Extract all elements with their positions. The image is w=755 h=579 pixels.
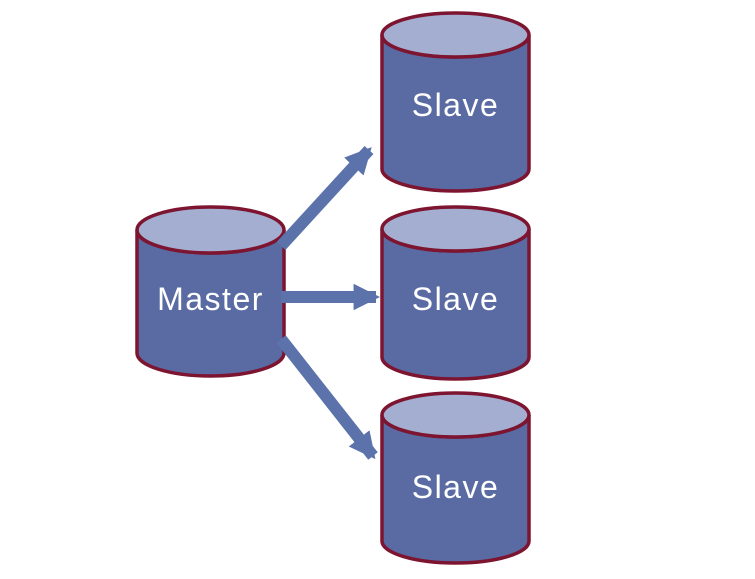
slave-1-label: Slave bbox=[411, 87, 500, 123]
slave-cylinder-3-top bbox=[380, 391, 531, 439]
slave-cylinder-2-top bbox=[380, 205, 531, 253]
arrow-master-to-slave-3 bbox=[276, 335, 378, 460]
slave-cylinder-1-top bbox=[380, 11, 531, 59]
slave-3-label: Slave bbox=[411, 469, 500, 505]
master-cylinder bbox=[135, 205, 286, 378]
master-cylinder-top bbox=[135, 205, 286, 255]
slave-cylinder-2 bbox=[380, 205, 531, 381]
master-label: Master bbox=[157, 281, 264, 317]
slave-2-label: Slave bbox=[411, 281, 500, 317]
arrow-master-to-slave-1 bbox=[276, 145, 374, 251]
slave-cylinder-3 bbox=[380, 391, 531, 565]
slave-cylinder-1 bbox=[380, 11, 531, 193]
